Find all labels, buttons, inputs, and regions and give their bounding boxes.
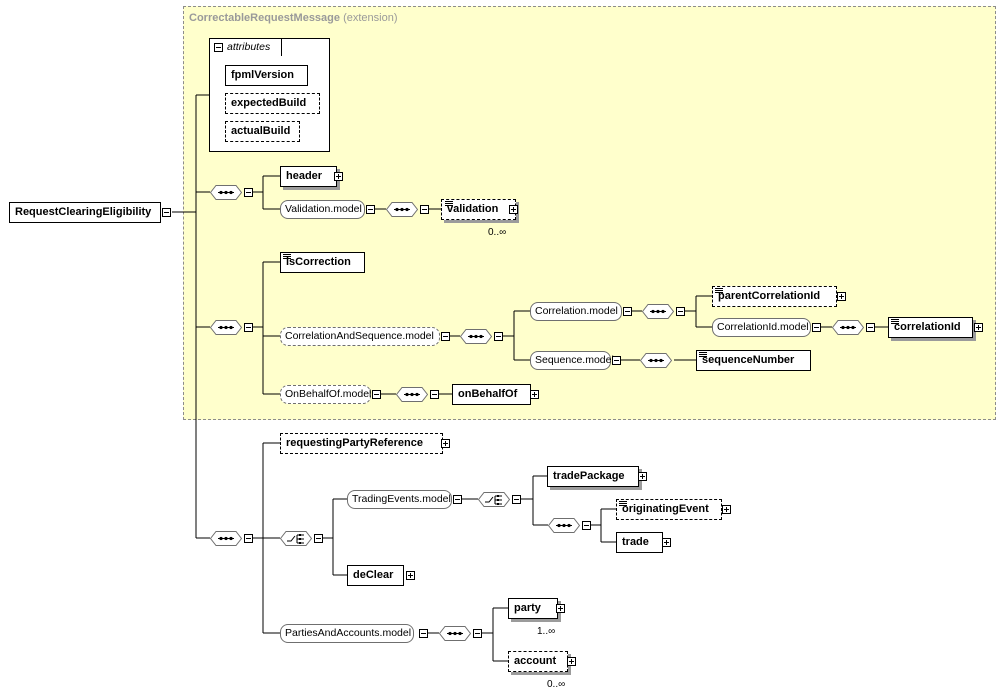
element-originatingEvent[interactable]: originatingEvent xyxy=(616,499,722,520)
collapse-icon[interactable] xyxy=(453,495,462,504)
expand-icon[interactable] xyxy=(406,571,415,580)
text-content-icon xyxy=(619,501,627,507)
collapse-icon[interactable] xyxy=(244,534,253,543)
collapse-icon[interactable] xyxy=(214,43,223,52)
sequence-icon xyxy=(642,304,674,319)
text-content-icon xyxy=(283,254,291,260)
collapse-icon[interactable] xyxy=(866,323,875,332)
element-correlationId[interactable]: correlationId xyxy=(888,317,973,338)
expand-icon[interactable] xyxy=(722,505,731,514)
group-correlation-model[interactable]: Correlation.model xyxy=(530,302,622,321)
sequence-icon xyxy=(210,531,242,546)
attribute-actualBuild[interactable]: actualBuild xyxy=(225,121,300,142)
sequence-icon xyxy=(640,353,672,368)
group-onBehalfOf-model[interactable]: OnBehalfOf.model xyxy=(280,385,371,404)
collapse-icon[interactable] xyxy=(162,208,171,217)
group-tradingEvents-model[interactable]: TradingEvents.model xyxy=(347,490,452,509)
collapse-icon[interactable] xyxy=(512,495,521,504)
expand-icon[interactable] xyxy=(334,172,343,181)
element-account[interactable]: account xyxy=(508,651,568,672)
expand-icon[interactable] xyxy=(441,439,450,448)
element-header[interactable]: header xyxy=(280,166,337,187)
collapse-icon[interactable] xyxy=(244,188,253,197)
expand-icon[interactable] xyxy=(837,292,846,301)
element-requestingPartyReference[interactable]: requestingPartyReference xyxy=(280,433,443,454)
collapse-icon[interactable] xyxy=(419,629,428,638)
collapse-icon[interactable] xyxy=(372,390,381,399)
cardinality-label: 0..∞ xyxy=(547,679,566,690)
attribute-expectedBuild[interactable]: expectedBuild xyxy=(225,93,320,114)
collapse-icon[interactable] xyxy=(420,205,429,214)
text-content-icon xyxy=(891,319,899,325)
element-party[interactable]: party xyxy=(508,598,558,619)
sequence-icon xyxy=(832,320,864,335)
expand-icon[interactable] xyxy=(638,472,647,481)
element-isCorrection[interactable]: isCorrection xyxy=(280,252,365,273)
sequence-icon xyxy=(386,202,418,217)
expand-icon[interactable] xyxy=(530,390,539,399)
sequence-icon xyxy=(210,320,242,335)
collapse-icon[interactable] xyxy=(582,521,591,530)
group-partiesAndAccounts-model[interactable]: PartiesAndAccounts.model xyxy=(280,624,414,643)
collapse-icon[interactable] xyxy=(441,332,450,341)
collapse-icon[interactable] xyxy=(244,323,253,332)
collapse-icon[interactable] xyxy=(812,323,821,332)
sequence-icon xyxy=(210,185,242,200)
cardinality-label: 0..∞ xyxy=(488,227,507,238)
sequence-icon xyxy=(548,518,580,533)
text-content-icon xyxy=(699,352,707,358)
extension-base-name: CorrectableRequestMessage xyxy=(189,12,341,24)
collapse-icon[interactable] xyxy=(366,205,375,214)
sequence-icon xyxy=(396,387,428,402)
sequence-icon xyxy=(439,626,471,641)
collapse-icon[interactable] xyxy=(494,332,503,341)
attribute-fpmlVersion[interactable]: fpmlVersion xyxy=(225,65,308,86)
sequence-icon xyxy=(460,329,492,344)
element-onBehalfOf[interactable]: onBehalfOf xyxy=(452,384,531,405)
extension-kind: (extension) xyxy=(343,12,398,24)
expand-icon[interactable] xyxy=(662,538,671,547)
group-sequence-model[interactable]: Sequence.model xyxy=(530,351,614,370)
cardinality-label: 1..∞ xyxy=(537,626,556,637)
choice-icon xyxy=(280,531,312,546)
attributes-tab: attributes xyxy=(209,38,282,56)
element-parentCorrelationId[interactable]: parentCorrelationId xyxy=(712,286,837,307)
collapse-icon[interactable] xyxy=(623,307,632,316)
expand-icon[interactable] xyxy=(567,657,576,666)
extension-title: CorrectableRequestMessage (extension) xyxy=(189,12,398,24)
collapse-icon[interactable] xyxy=(314,534,323,543)
expand-icon[interactable] xyxy=(974,323,983,332)
element-trade[interactable]: trade xyxy=(616,532,663,553)
element-sequenceNumber[interactable]: sequenceNumber xyxy=(696,350,811,371)
text-content-icon xyxy=(715,288,723,294)
element-deClear[interactable]: deClear xyxy=(347,565,404,586)
expand-icon[interactable] xyxy=(509,205,518,214)
group-correlation-and-sequence-model[interactable]: CorrelationAndSequence.model xyxy=(280,327,440,346)
element-tradePackage[interactable]: tradePackage xyxy=(547,466,639,487)
choice-icon xyxy=(478,492,510,507)
root-element[interactable]: RequestClearingEligibility xyxy=(9,202,161,223)
group-correlationId-model[interactable]: CorrelationId.model xyxy=(712,318,811,337)
collapse-icon[interactable] xyxy=(612,356,621,365)
attributes-heading: attributes xyxy=(227,41,271,53)
expand-icon[interactable] xyxy=(556,604,565,613)
collapse-icon[interactable] xyxy=(676,307,685,316)
collapse-icon[interactable] xyxy=(430,390,439,399)
collapse-icon[interactable] xyxy=(473,629,482,638)
text-content-icon xyxy=(445,201,453,207)
group-validation-model[interactable]: Validation.model xyxy=(280,200,365,219)
